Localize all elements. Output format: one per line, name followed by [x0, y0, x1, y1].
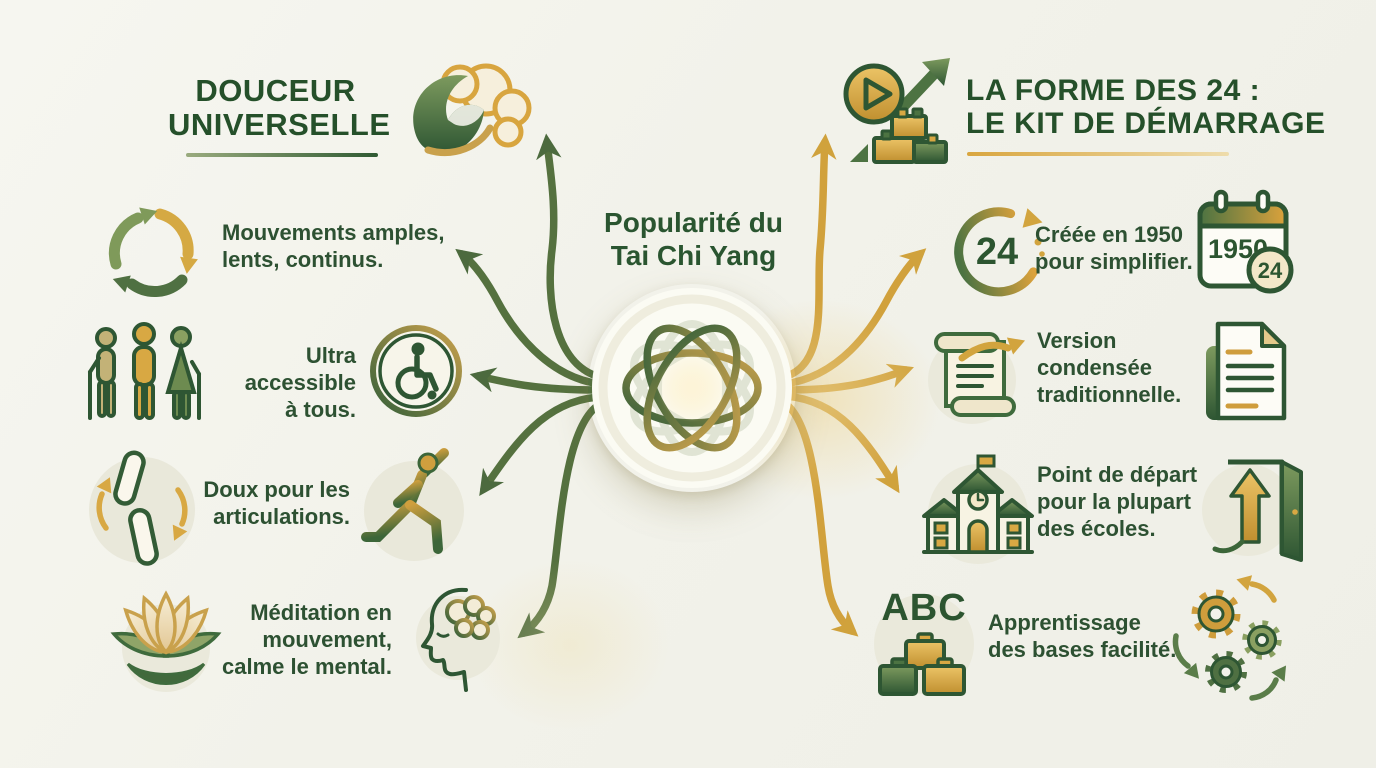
lower-glow: [470, 560, 670, 730]
right-item-4-line1: Apprentissage: [988, 610, 1141, 635]
center-title: Popularité du Tai Chi Yang: [566, 206, 821, 272]
right-item-2-line2: condensée: [1037, 354, 1152, 380]
center-title-line2: Tai Chi Yang: [610, 240, 777, 272]
stretch-person-icon: [361, 448, 464, 561]
loop-24-label: 24: [976, 231, 1018, 273]
left-item-2-line2: à tous.: [285, 396, 356, 422]
door-exit-icon: [1202, 459, 1303, 562]
right-item-2-line1: Version: [1037, 328, 1117, 353]
lotus-icon: [110, 590, 222, 692]
center-title-line1: Popularité du: [604, 207, 783, 238]
play-blocks-icon: [843, 58, 950, 164]
right-item-3-line3: des écoles.: [1037, 515, 1156, 541]
right-item-4-line2: des bases facilité.: [988, 636, 1177, 662]
left-item-3-text: Doux pour les articulations.: [200, 477, 350, 531]
document-icon: [1206, 321, 1287, 421]
right-item-3-line1: Point de départ: [1037, 462, 1198, 487]
gear-medium: [1242, 620, 1282, 660]
left-item-3-line2: articulations.: [213, 503, 350, 529]
gears-icon: [1172, 575, 1287, 701]
right-item-3-text: Point de départ pour la plupart des écol…: [1037, 462, 1227, 542]
knot-icon: [592, 288, 792, 488]
right-item-3-line2: pour la plupart: [1037, 488, 1191, 514]
right-title-underline: [967, 152, 1229, 156]
left-title-line1: DOUCEUR: [195, 73, 356, 108]
gear-small: [1205, 651, 1247, 693]
right-item-1-line2: pour simplifier.: [1035, 248, 1193, 274]
left-title-underline: [186, 153, 378, 157]
right-title-line1: LA FORME DES 24 :: [966, 74, 1261, 107]
abc-blocks-icon: ABC: [874, 587, 974, 696]
loop-24-icon: 24: [954, 207, 1045, 297]
left-title-line2: UNIVERSELLE: [168, 107, 391, 143]
left-item-2-line1: Ultra accessible: [244, 343, 356, 395]
left-item-1-text: Mouvements amples, lents, continus.: [222, 220, 462, 274]
right-item-1-line1: Créée en 1950: [1035, 222, 1183, 247]
wave-cloud-icon: [413, 63, 532, 157]
right-title-line2: LE KIT DE DÉMARRAGE: [966, 107, 1326, 140]
wheelchair-icon: [370, 325, 462, 417]
right-item-2-text: Version condensée traditionnelle.: [1037, 328, 1222, 408]
hub-node: [588, 284, 796, 492]
left-branch-title: DOUCEUR UNIVERSELLE: [168, 73, 391, 143]
left-item-4-text: Méditation en mouvement, calme le mental…: [220, 600, 392, 680]
scroll-icon: [928, 332, 1026, 424]
left-item-1-line2: lents, continus.: [222, 246, 384, 272]
left-item-4-line1: Méditation en: [250, 600, 392, 625]
right-item-2-line3: traditionnelle.: [1037, 381, 1182, 407]
abc-label: ABC: [881, 587, 966, 629]
school-icon: [922, 454, 1034, 564]
left-item-3-line1: Doux pour les: [203, 477, 350, 502]
right-branch-title: LA FORME DES 24 : LE KIT DE DÉMARRAGE: [966, 74, 1356, 140]
right-item-1-text: Créée en 1950 pour simplifier.: [1035, 222, 1245, 276]
left-item-4-line2: mouvement,: [262, 626, 392, 652]
gear-large: [1191, 589, 1241, 639]
cycle-arrows-icon: [108, 207, 198, 298]
calendar-badge-label: 24: [1258, 258, 1283, 283]
calendar-1950-icon: 1950 24: [1197, 189, 1294, 294]
left-item-2-text: Ultra accessible à tous.: [192, 343, 356, 423]
head-brain-icon: [416, 587, 500, 692]
knee-joint-icon: [89, 450, 195, 566]
left-item-4-line3: calme le mental.: [222, 653, 392, 679]
elderly-group-icon: [88, 322, 201, 420]
right-item-4-text: Apprentissage des bases facilité.: [988, 610, 1193, 664]
left-item-1-line1: Mouvements amples,: [222, 220, 445, 245]
